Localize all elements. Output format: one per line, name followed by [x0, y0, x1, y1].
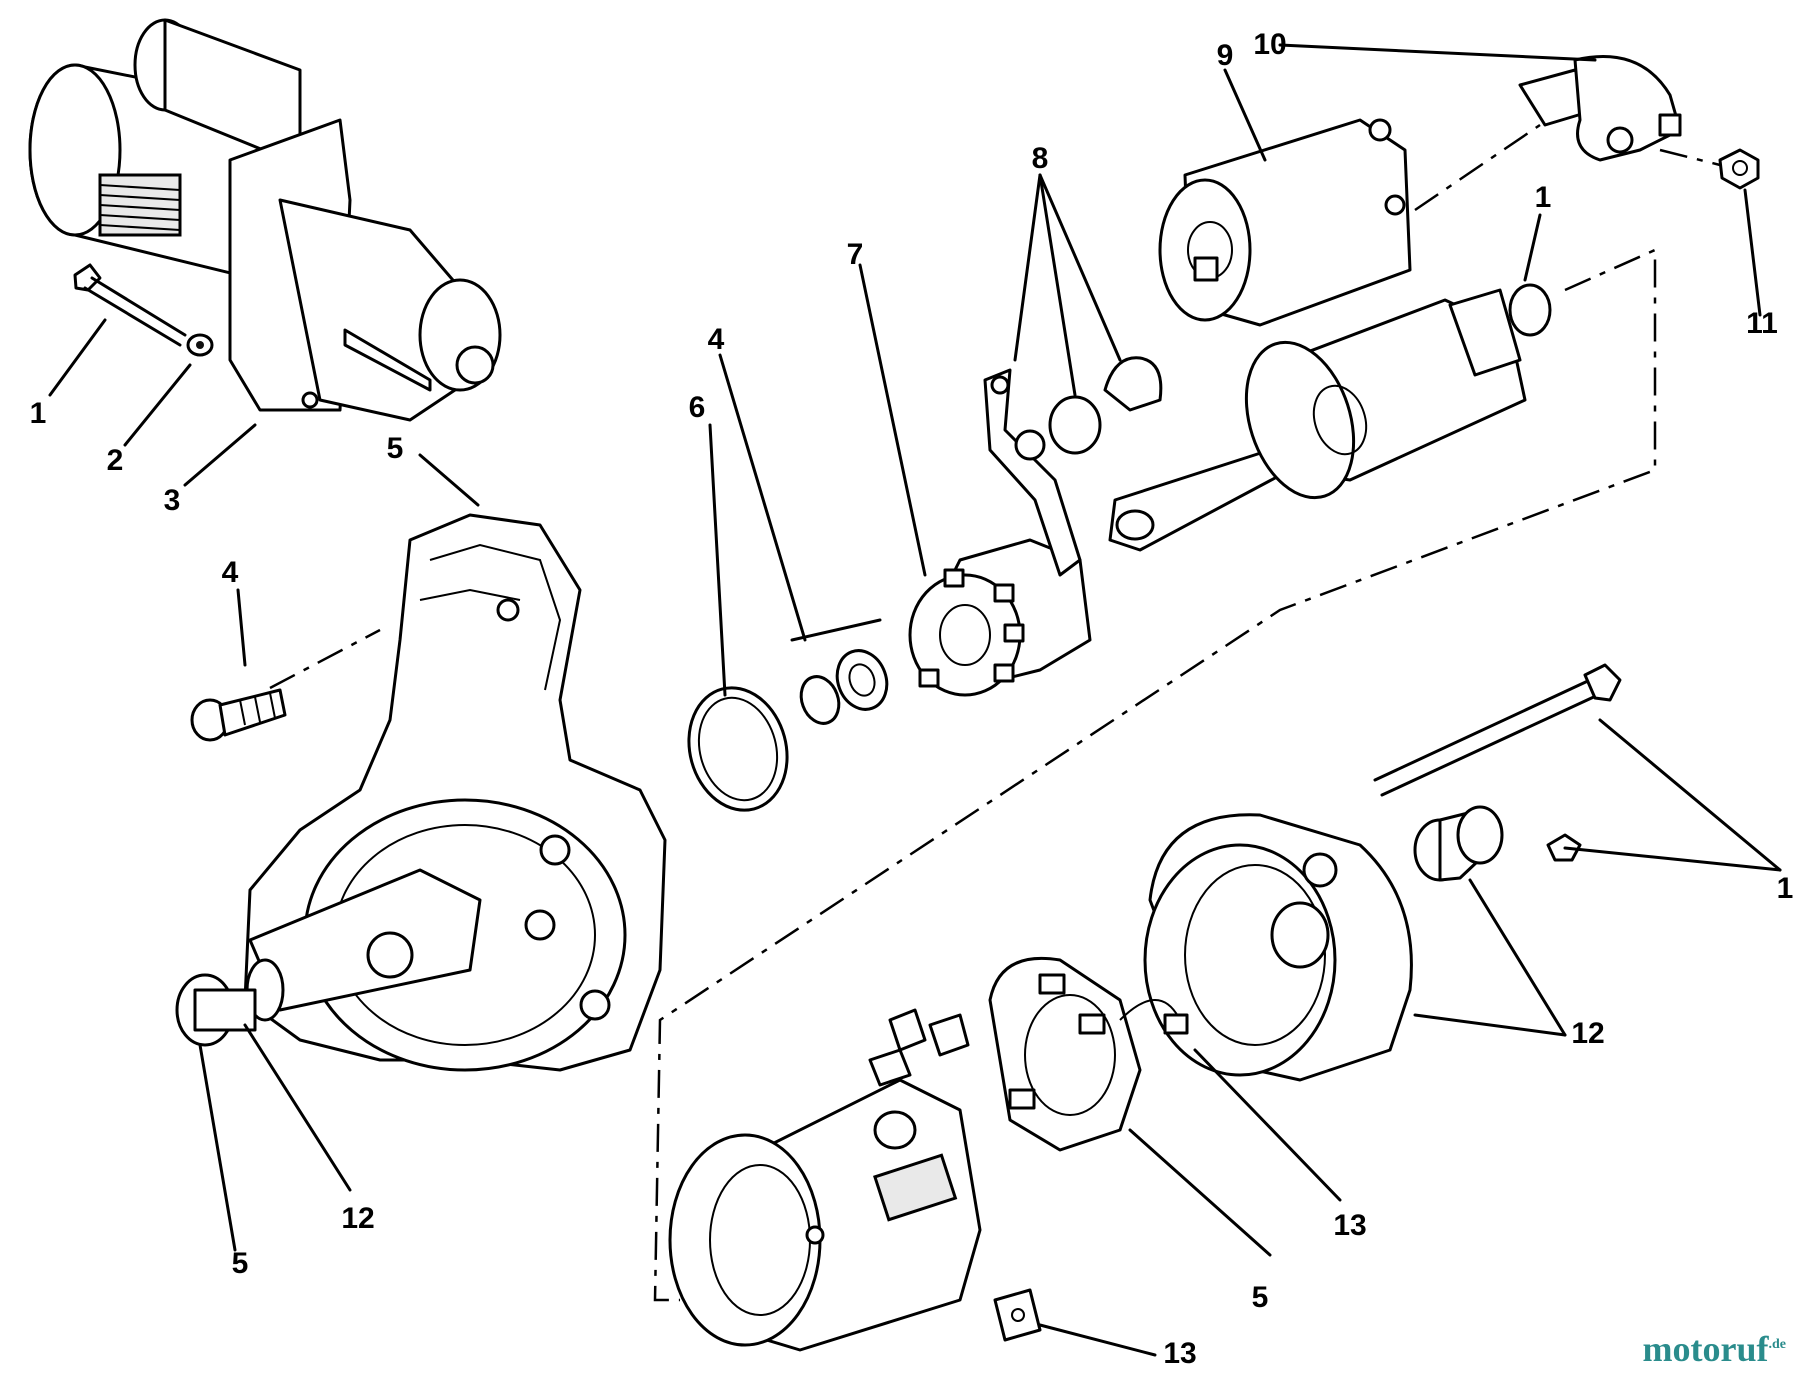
callout-4-screw: 4 — [222, 556, 239, 589]
field-frame — [668, 1008, 982, 1352]
callout-2-washer: 2 — [107, 444, 124, 477]
armature — [1108, 283, 1552, 552]
stop-collar — [799, 649, 889, 725]
pinion-gear — [908, 538, 1092, 697]
brush-holder — [988, 956, 1189, 1152]
callout-12-end-frame: 12 — [1571, 1017, 1604, 1050]
callout-1-through-bolt: 1 — [1777, 872, 1794, 905]
through-bolt — [1373, 663, 1622, 797]
solenoid — [1158, 118, 1412, 327]
callout-1-armature: 1 — [1535, 181, 1552, 214]
snap-ring — [687, 686, 789, 812]
brush-clip — [993, 1288, 1042, 1342]
callout-11-nut: 11 — [1746, 307, 1778, 340]
callout-6-ring: 6 — [689, 391, 706, 424]
terminal-nut — [1718, 148, 1760, 190]
callout-3-starter: 3 — [164, 484, 181, 517]
callout-13-brush: 13 — [1333, 1209, 1366, 1242]
callout-9-solenoid: 9 — [1217, 39, 1234, 72]
callout-10-cover: 10 — [1253, 28, 1286, 61]
assembled-starter-motor — [28, 18, 502, 422]
terminal-cover — [1518, 55, 1682, 162]
callout-numbers: 1 2 3 5 4 6 4 7 8 9 10 1 11 1 12 12 5 13… — [30, 28, 1794, 1370]
drive-end-housing — [175, 513, 667, 1072]
callout-4-collar: 4 — [708, 323, 725, 356]
shift-lever — [983, 356, 1163, 577]
callout-1-bolt: 1 — [30, 397, 47, 430]
watermark-suffix: .de — [1768, 1337, 1787, 1352]
callout-leaders — [48, 43, 1782, 1357]
washer — [186, 333, 214, 357]
mounting-bolt — [73, 263, 187, 347]
commutator-end-frame — [1143, 813, 1413, 1082]
watermark-brand: motoruf — [1642, 1329, 1769, 1369]
assembly-centerlines — [269, 123, 1721, 1302]
callout-12-pinion-stop: 12 — [341, 1202, 374, 1235]
callout-13-clip: 13 — [1163, 1337, 1196, 1370]
housing-screw — [190, 688, 287, 742]
callout-5-housing: 5 — [387, 432, 404, 465]
callout-8-lever: 8 — [1032, 142, 1049, 175]
callout-7-gear: 7 — [847, 238, 864, 271]
callout-5-brush-holder: 5 — [1252, 1281, 1269, 1314]
end-bushing — [1413, 805, 1504, 882]
callout-5-pinion: 5 — [232, 1247, 249, 1280]
watermark-logo: motoruf.de — [1643, 1328, 1786, 1370]
